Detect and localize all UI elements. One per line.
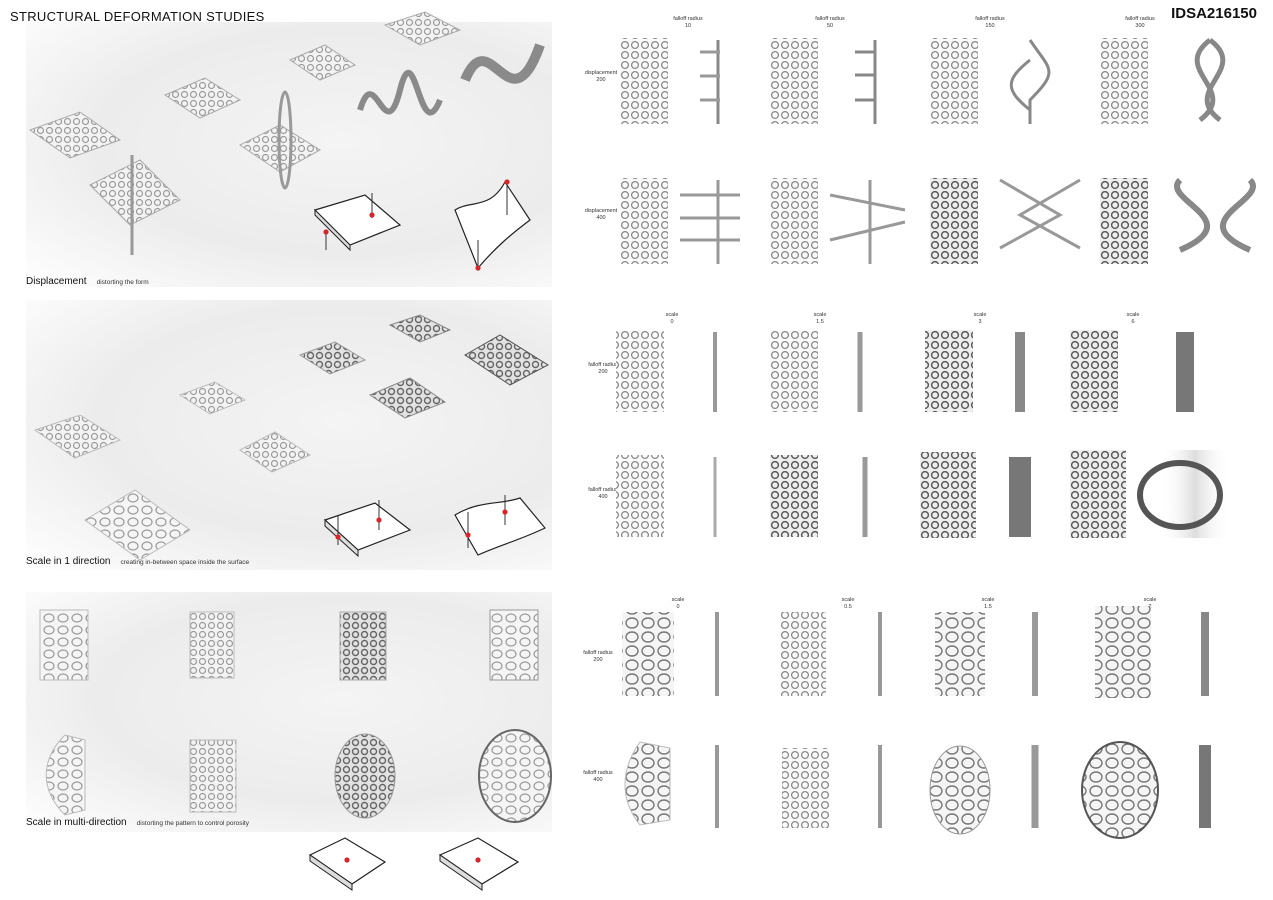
perspective-illustrations xyxy=(28,11,552,891)
scale-multi-perspective-panel xyxy=(26,592,552,832)
scale-1d-diagram-deformed xyxy=(454,495,546,556)
displacement-diagram-deformed xyxy=(454,179,531,271)
scale-multi-diagram-deformed xyxy=(438,837,520,891)
project-code: IDSA216150 xyxy=(1171,5,1257,22)
scale-multi-diagram-flat xyxy=(308,837,387,891)
caption-sub: creating in-between space inside the sur… xyxy=(120,559,250,566)
displacement-grid xyxy=(620,38,1256,264)
caption-main: Scale in 1 direction xyxy=(26,556,111,567)
displacement-models xyxy=(28,11,545,255)
page-title: STRUCTURAL DEFORMATION STUDIES xyxy=(10,9,265,24)
section-caption-scale-multi: Scale in multi-direction distorting the p… xyxy=(26,817,249,828)
scale-1d-models xyxy=(33,314,550,561)
study-grid-illustrations xyxy=(616,38,1256,839)
caption-main: Displacement xyxy=(26,276,87,287)
scale-multi-grid xyxy=(622,606,1211,839)
section-caption-displacement: Displacement distorting the form xyxy=(26,276,149,287)
caption-main: Scale in multi-direction xyxy=(26,817,127,828)
displacement-diagram-flat xyxy=(313,193,402,252)
section-caption-scale-1d: Scale in 1 direction creating in-between … xyxy=(26,556,249,567)
caption-sub: distorting the form xyxy=(96,279,149,286)
scale-1d-diagram-flat xyxy=(323,500,412,558)
scale-1d-grid xyxy=(616,330,1230,538)
scale-multi-models xyxy=(39,609,552,823)
caption-sub: distorting the pattern to control porosi… xyxy=(136,820,249,827)
